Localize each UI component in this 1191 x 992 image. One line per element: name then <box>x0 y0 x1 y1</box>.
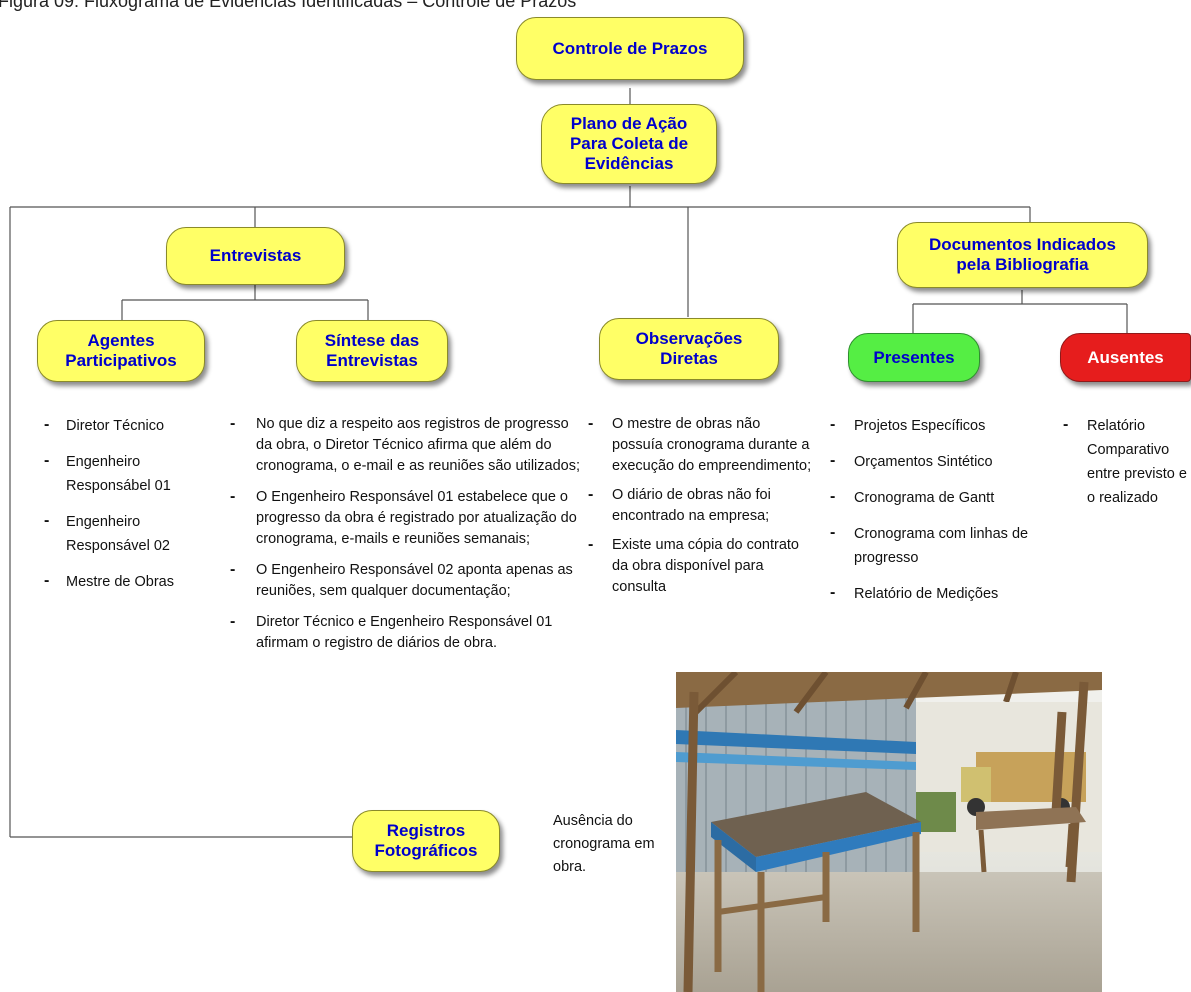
node-label: Observações Diretas <box>636 329 743 369</box>
node-label-line: pela Bibliografia <box>956 255 1089 274</box>
node-label: Documentos Indicados pela Bibliografia <box>929 235 1116 275</box>
node-label-line: Para Coleta de <box>569 134 689 153</box>
list-item: -Engenheiro Responsável 02 <box>44 512 170 554</box>
node-label-line: Evidências <box>584 154 674 173</box>
node-presentes: Presentes <box>848 333 980 382</box>
node-label-line: Registros <box>386 821 466 840</box>
node-observacoes-diretas: Observações Diretas <box>599 318 779 380</box>
node-label-line: Plano de Ação <box>570 114 688 133</box>
node-label-line: Documentos Indicados <box>928 235 1117 254</box>
node-label: Controle de Prazos <box>552 38 708 58</box>
node-label: Presentes <box>873 347 955 367</box>
node-label: Registros Fotográficos <box>375 821 478 861</box>
presentes-list: -Projetos Específicos -Orçamentos Sintét… <box>830 414 1045 606</box>
node-label: Entrevistas <box>209 246 302 265</box>
ausentes-list: -Relatório Comparativo entre previsto e … <box>1063 414 1191 510</box>
list-item: -Relatório Comparativo entre previsto e … <box>1063 416 1187 506</box>
agentes-list: -Diretor Técnico -Engenheiro Responsábel… <box>44 414 214 594</box>
node-documentos-indicados: Documentos Indicados pela Bibliografia <box>897 222 1148 288</box>
photo-caption: Ausência do cronograma em obra. <box>553 813 655 875</box>
list-item: -Engenheiro Responsábel 01 <box>44 452 171 494</box>
node-label: Síntese das Entrevistas <box>325 331 420 371</box>
list-item: -Cronograma com linhas de progresso <box>830 524 1029 566</box>
node-plano-de-acao: Plano de Ação Para Coleta de Evidências <box>541 104 717 184</box>
list-item: -Existe uma cópia do contrato da obra di… <box>588 536 799 595</box>
list-item: -Diretor Técnico <box>44 416 165 434</box>
node-agentes-participativos: Agentes Participativos <box>37 320 205 382</box>
node-label-line: Fotográficos <box>374 841 478 860</box>
list-item: -Cronograma de Gantt <box>830 488 995 506</box>
list-item: -O Engenheiro Responsável 02 aponta apen… <box>230 561 573 599</box>
node-label-line: Participativos <box>65 351 177 370</box>
photo-illustration <box>676 672 1102 992</box>
list-item: -Diretor Técnico e Engenheiro Responsáve… <box>230 613 553 651</box>
list-item: -Mestre de Obras <box>44 572 174 590</box>
node-entrevistas: Entrevistas <box>166 227 345 285</box>
node-label: Agentes Participativos <box>65 331 177 371</box>
list-item: -O mestre de obras não possuía cronogram… <box>588 415 812 474</box>
list-item: -Relatório de Medições <box>830 584 999 602</box>
list-item: -O Engenheiro Responsável 01 estabelece … <box>230 488 577 547</box>
list-item: -Projetos Específicos <box>830 416 986 434</box>
construction-site-photo <box>676 672 1102 992</box>
list-item: -O diário de obras não foi encontrado na… <box>588 486 771 524</box>
list-item: -No que diz a respeito aos registros de … <box>230 415 580 474</box>
list-item: -Orçamentos Sintético <box>830 452 993 470</box>
sintese-list: -No que diz a respeito aos registros de … <box>230 414 580 654</box>
node-ausentes: Ausentes <box>1060 333 1191 382</box>
node-label-line: Síntese das <box>324 331 420 350</box>
node-label-line: Entrevistas <box>326 351 418 370</box>
node-label: Plano de Ação Para Coleta de Evidências <box>570 114 688 174</box>
node-label-line: Observações <box>635 329 743 348</box>
node-label-line: Diretas <box>660 349 718 368</box>
node-label: Ausentes <box>1087 347 1164 367</box>
node-controle-de-prazos: Controle de Prazos <box>516 17 744 80</box>
node-registros-fotograficos: Registros Fotográficos <box>352 810 500 872</box>
node-sintese-das-entrevistas: Síntese das Entrevistas <box>296 320 448 382</box>
node-label-line: Agentes <box>87 331 155 350</box>
figure-caption: Figura 09: Fluxograma de Evidências Iden… <box>0 0 577 11</box>
observacoes-list: -O mestre de obras não possuía cronogram… <box>588 414 813 598</box>
